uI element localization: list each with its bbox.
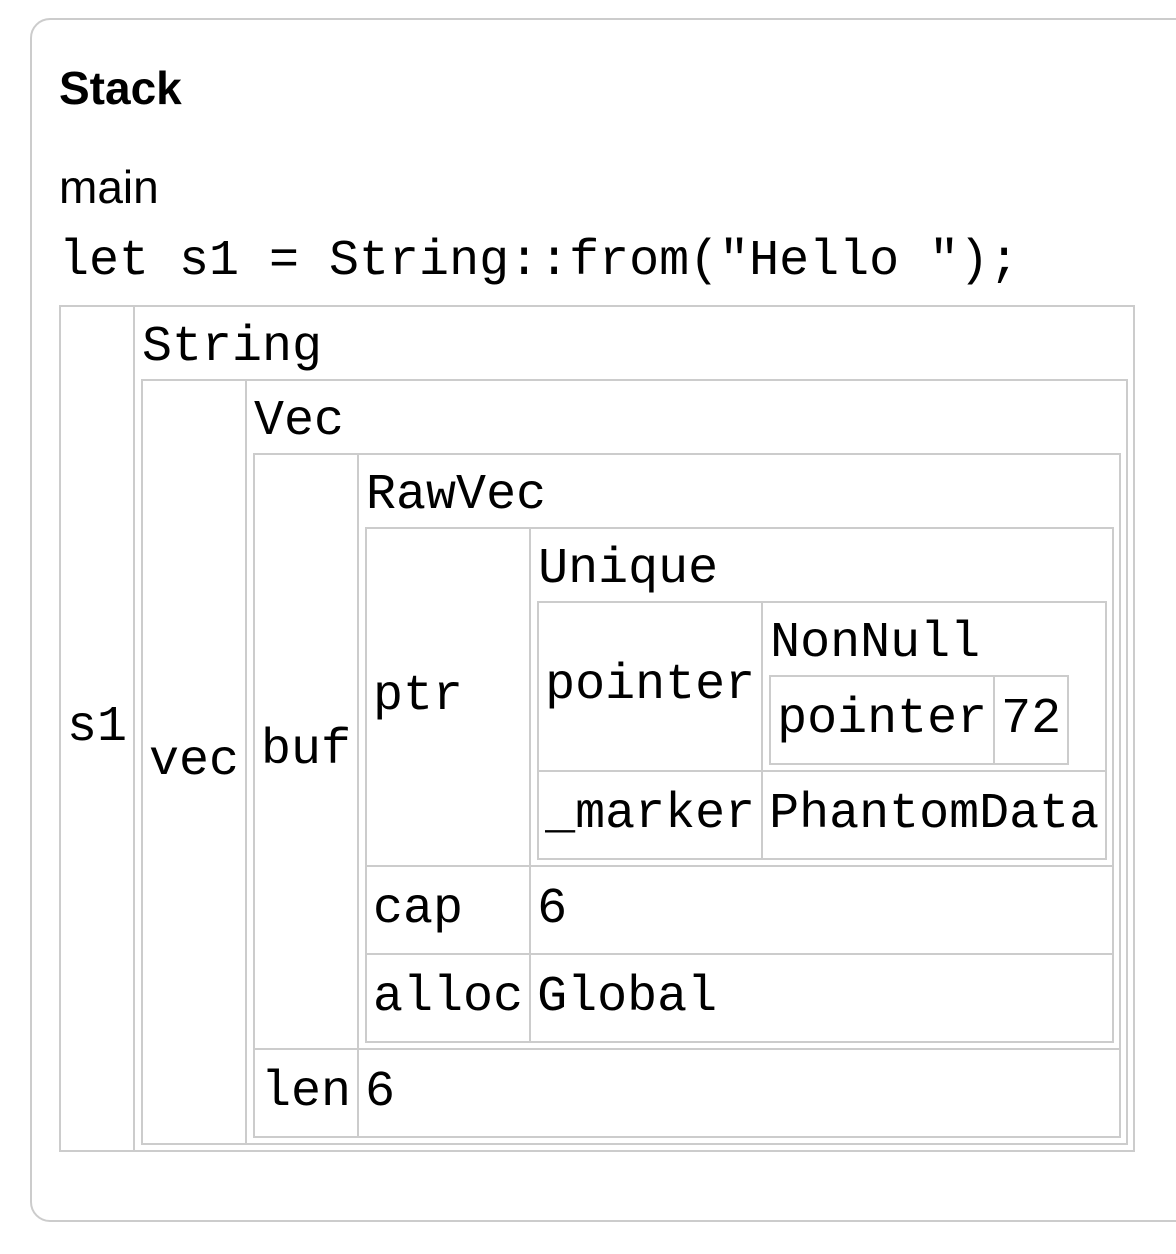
- stack-panel-title: Stack: [59, 62, 182, 114]
- string-type-name: String: [142, 318, 323, 376]
- field-name-cell: pointer: [769, 674, 996, 765]
- field-row-vec: vec Vec buf RawVec: [141, 378, 1129, 1145]
- string-struct-cell: String vec Vec buf RawVec: [133, 304, 1136, 1152]
- field-name-cell: buf: [253, 452, 360, 1050]
- field-row-pointer: pointer NonNull: [537, 600, 1108, 772]
- field-name-cell: cap: [365, 864, 532, 955]
- field-name-cell: alloc: [365, 952, 532, 1043]
- field-value-cell: 6: [357, 1047, 1122, 1138]
- field-value-cell: Global: [529, 952, 1115, 1043]
- rawvec-struct-cell: RawVec ptr Unique: [357, 452, 1122, 1050]
- field-name-cell: pointer: [537, 600, 764, 772]
- variable-s1-table: s1 String vec Vec buf: [58, 304, 1136, 1152]
- field-row-pointer-inner: pointer 72: [769, 674, 1070, 765]
- nonnull-fields-table: pointer 72: [769, 674, 1070, 765]
- unique-struct-cell: Unique pointer NonNull: [529, 526, 1115, 867]
- rawvec-fields-table: ptr Unique pointer: [365, 526, 1115, 1043]
- rawvec-type-name: RawVec: [366, 466, 547, 524]
- stack-panel: Stack main let s1 = String::from("Hello …: [30, 18, 1176, 1222]
- nonnull-struct-cell: NonNull pointer 72: [761, 600, 1108, 772]
- field-name-cell: vec: [141, 378, 248, 1145]
- field-row-alloc: alloc Global: [365, 952, 1115, 1043]
- unique-fields-table: pointer NonNull: [537, 600, 1108, 860]
- variable-name-cell: s1: [58, 304, 136, 1152]
- field-row-ptr: ptr Unique pointer: [365, 526, 1115, 867]
- field-row-marker: _marker PhantomData: [537, 769, 1108, 860]
- source-code-line: let s1 = String::from("Hello ");: [59, 232, 1020, 290]
- field-name-cell: len: [253, 1047, 360, 1138]
- field-value-cell: 72: [993, 674, 1070, 765]
- field-row-len: len 6: [253, 1047, 1122, 1138]
- field-value-cell: PhantomData: [761, 769, 1108, 860]
- frame-function-name: main: [59, 160, 159, 213]
- field-name-cell: ptr: [365, 526, 532, 867]
- field-row-cap: cap 6: [365, 864, 1115, 955]
- field-row-buf: buf RawVec ptr Uniqu: [253, 452, 1122, 1050]
- vec-fields-table: buf RawVec ptr Uniqu: [253, 452, 1122, 1138]
- field-value-cell: 6: [529, 864, 1115, 955]
- unique-type-name: Unique: [538, 540, 719, 598]
- vec-type-name: Vec: [254, 392, 345, 450]
- vec-struct-cell: Vec buf RawVec: [245, 378, 1129, 1145]
- variable-row: s1 String vec Vec buf: [58, 304, 1136, 1152]
- string-fields-table: vec Vec buf RawVec: [141, 378, 1129, 1145]
- nonnull-type-name: NonNull: [770, 614, 981, 672]
- field-name-cell: _marker: [537, 769, 764, 860]
